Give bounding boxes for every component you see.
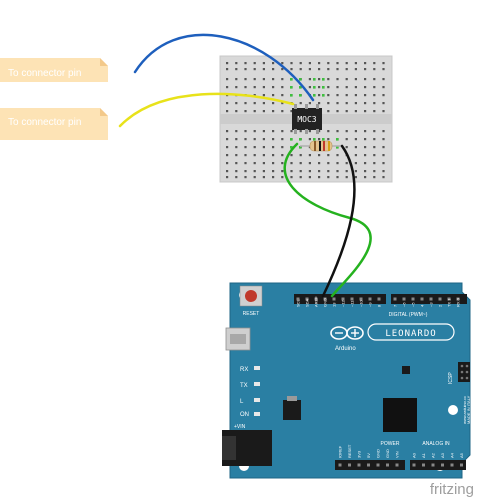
brand-label: Arduino [335,346,356,352]
wires [118,33,372,298]
connector-2-label: To connector pin [8,117,81,128]
bottom-pin-label: GND [385,449,390,458]
connector-1-label: To connector pin [8,68,81,79]
side-text-1: www.arduino.cc [462,396,467,424]
led-tx-label: TX [240,383,248,389]
top-pin-label: ~6 [402,302,407,307]
microcontroller-chip [383,398,417,432]
optocoupler-chip: MOC3 [292,104,322,134]
model-badge: LEONARDO [367,323,455,341]
regulator-tab [287,396,297,401]
top-pin-label: ~10 [359,299,364,307]
usb-port [225,327,251,351]
top-pin-label: ~3 [429,302,434,307]
reset-button: RESET [239,285,263,317]
top-pin-label: SDA [305,298,310,307]
bottom-pin-label: A4 [450,452,455,458]
led-on-label: ON [240,412,249,418]
wire-blue [133,33,315,102]
bottom-pin-label: A1 [421,452,426,458]
icsp-header: ICSP [448,362,470,384]
breadboard-holes [226,62,385,179]
bottom-pin-label: VIN [395,451,400,458]
top-pin-label: 7 [393,304,398,307]
breadboard: MOC3 [219,55,393,183]
bottom-pin-label: GND [376,449,381,458]
top-pin-label: 4 [420,304,425,307]
power-jack: +VIN [222,424,272,466]
bottom-pin-label: A0 [412,452,417,458]
wire-black [321,144,356,298]
bottom-pin-label: IOREF [338,445,343,458]
led-rx-label: RX [240,367,248,373]
bottom-pin-label: 5V [366,453,371,458]
fritzing-watermark: fritzing [430,481,474,498]
side-text-2: MADE IN ITALY [466,395,471,424]
top-pin-label: 8 [377,304,382,307]
top-header: SCL SDA AREF GND 13 ~12 ~11 ~10 ~9 8 7 ~6 ~5 4 ~3 2 TX 1… [294,294,467,318]
bottom-pin-label: 3V3 [357,450,362,458]
digital-label: DIGITAL (PWM~) [389,312,428,318]
led-l-label: L [240,399,244,405]
icsp-label: ICSP [448,372,454,384]
top-pin-label: RX 0 [456,297,461,307]
vin-label: +VIN [234,424,246,430]
arduino-board: RESET SCL SDA AREF GND 13 ~12 ~11 ~10 ~9 8 7 ~6 ~5 4 ~… [222,282,471,479]
top-pin-label: ~11 [350,300,355,307]
reset-label: RESET [243,311,260,317]
top-pin-label: AREF [314,296,319,307]
top-pin-label: GND [323,298,328,307]
model-label: LEONARDO [385,329,436,339]
top-pin-label: SCL [296,298,301,307]
top-pin-label: 2 [438,304,443,307]
bottom-header: IOREF RESET 3V3 5V GND GND VIN A0 A1 A2 A3 A4 A5 POW… [335,441,466,470]
top-pin-label: ~5 [411,302,416,307]
bottom-pin-label: A5 [459,452,464,458]
bottom-pin-label: A3 [440,452,445,458]
regulator-chip [283,400,301,420]
status-leds: RX TX L ON [240,366,260,418]
resistor [300,140,342,152]
top-pin-label: ~12 [341,299,346,307]
chip-label: MOC3 [297,115,316,124]
wire-yellow [118,92,295,128]
top-pin-label: 13 [332,302,337,307]
connector-1: To connector pin [0,58,108,82]
top-pin-label: ~9 [368,302,373,307]
small-chip [402,366,410,374]
connector-2: To connector pin [0,108,108,140]
arduino-logo: Arduino [330,326,364,352]
power-label: POWER [381,441,400,447]
top-pin-label: TX 1 [447,298,452,307]
bottom-pin-label: A2 [431,452,436,458]
analog-label: ANALOG IN [422,441,450,447]
bottom-pin-label: RESET [347,444,352,458]
